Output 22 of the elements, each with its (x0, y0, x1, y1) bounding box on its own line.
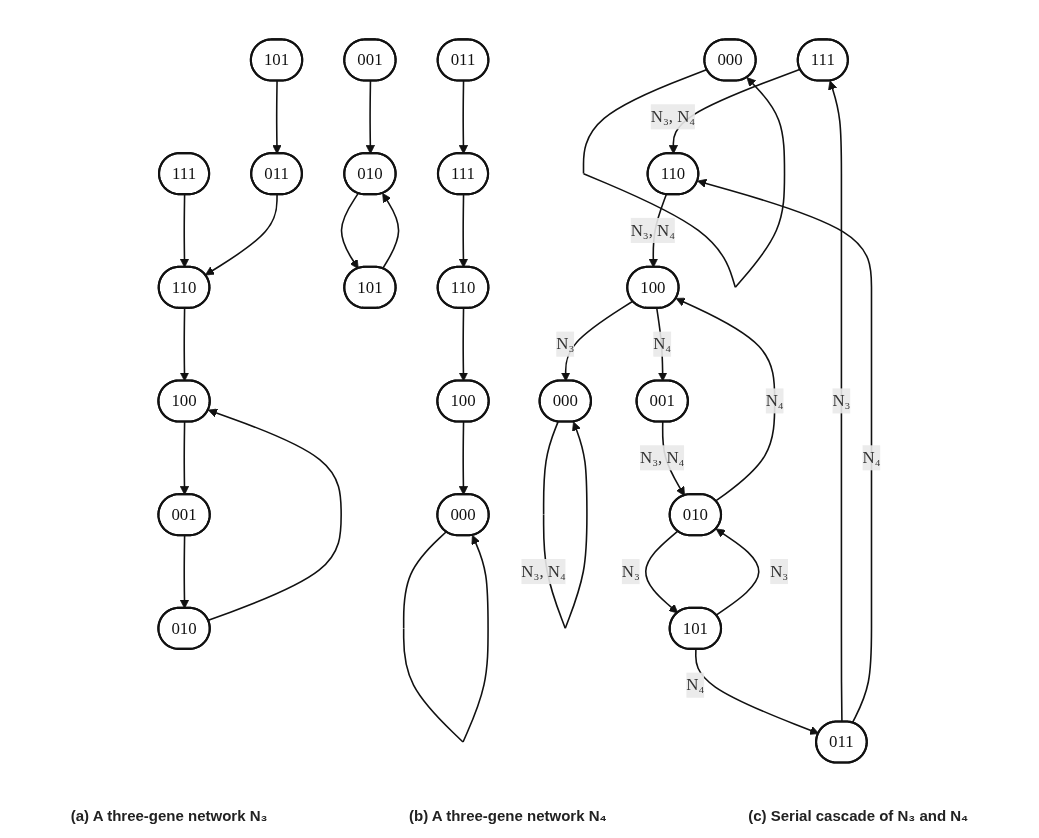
arrow (205, 193, 278, 275)
arrow (645, 529, 679, 613)
panel-caption: (a) A three-gene network N₃ (70, 807, 268, 824)
edge-label: N₄ (765, 391, 784, 409)
edge-label: N₃, N₄ (521, 561, 566, 580)
edge-label: N₃ (832, 391, 851, 409)
edge-label: N₃ (621, 561, 640, 580)
edge-label: N₃, N₄ (630, 220, 676, 239)
edge-label: N₄ (862, 447, 881, 466)
panel-caption: (c) Serial cascade of N₃ and N₄ (748, 807, 969, 824)
arrow (207, 408, 342, 621)
edge-label: N₄ (653, 334, 672, 353)
edge-label: N₃, N₄ (640, 447, 685, 466)
arrow (340, 192, 360, 269)
edge-label: N₃ (770, 561, 789, 580)
edge-label: N₃, N₄ (650, 106, 696, 125)
arrow (675, 297, 776, 502)
arrow (381, 192, 400, 269)
panel-caption: (b) A three-gene network N₄ (409, 807, 607, 824)
edge-label: N₄ (686, 675, 705, 694)
arrow (715, 528, 760, 616)
edge-label: N₃ (556, 334, 575, 353)
